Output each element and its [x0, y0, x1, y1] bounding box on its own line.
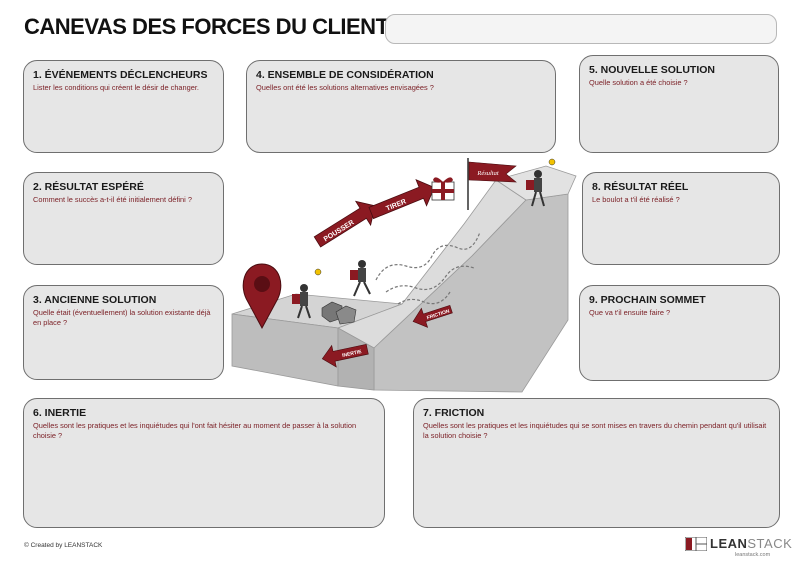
arrow-inertie: INERTIE	[321, 343, 369, 368]
box-title: 4. ENSEMBLE DE CONSIDÉRATION	[256, 69, 434, 81]
box-question: Quelle était (éventuellement) la solutio…	[33, 308, 211, 327]
box-question: Que va t'il ensuite faire ?	[589, 308, 671, 317]
box-ensemble-de-consideration[interactable]: 4. ENSEMBLE DE CONSIDÉRATION Quelles ont…	[246, 60, 556, 153]
location-pin-icon	[242, 263, 282, 330]
box-title: 3. ANCIENNE SOLUTION	[33, 294, 157, 306]
box-resultat-reel[interactable]: 8. RÉSULTAT RÉEL Le boulot a t'il été ré…	[582, 172, 780, 265]
lightbulb-icon	[314, 268, 322, 276]
box-title: 8. RÉSULTAT RÉEL	[592, 181, 689, 193]
result-flag-icon: Résultat	[467, 158, 517, 210]
gift-icon	[431, 177, 455, 201]
box-prochain-sommet[interactable]: 9. PROCHAIN SOMMET Que va t'il ensuite f…	[579, 285, 780, 381]
box-question: Quelles sont les pratiques et les inquié…	[33, 421, 357, 440]
lightbulb-icon	[548, 158, 556, 166]
hiker-icon	[350, 260, 371, 297]
logo-lean: LEAN	[710, 536, 748, 551]
maze-path	[375, 231, 481, 305]
box-title: 6. INERTIE	[33, 407, 87, 419]
box-title: 5. NOUVELLE SOLUTION	[589, 64, 716, 76]
mountain-illustration: POUSSER TIRER FRICTION INERTIE Résultat	[231, 158, 577, 393]
box-evenements-declencheurs[interactable]: 1. ÉVÉNEMENTS DÉCLENCHEURS Lister les co…	[23, 60, 224, 153]
hiker-icon	[292, 284, 311, 319]
hiker-icon	[526, 170, 545, 207]
box-question: Lister les conditions qui créent le dési…	[33, 83, 199, 92]
logo-url: leanstack.com	[735, 552, 771, 558]
page-title: CANEVAS DES FORCES DU CLIENT	[24, 14, 389, 39]
box-nouvelle-solution[interactable]: 5. NOUVELLE SOLUTION Quelle solution a é…	[579, 55, 779, 153]
leanstack-logo-icon	[685, 537, 707, 551]
arrow-pousser: POUSSER	[313, 200, 376, 248]
box-question: Quelles ont été les solutions alternativ…	[256, 83, 434, 92]
box-title: 7. FRICTION	[423, 407, 485, 419]
arrow-inertie-label: INERTIE	[342, 349, 363, 359]
footer-credit: © Created by LEANSTACK	[24, 542, 103, 549]
box-resultat-espere[interactable]: 2. RÉSULTAT ESPÉRÉ Comment le succès a-t…	[23, 172, 224, 265]
box-friction[interactable]: 7. FRICTION Quelles sont les pratiques e…	[413, 398, 780, 528]
mountain-front-face	[337, 327, 375, 391]
box-inertie[interactable]: 6. INERTIE Quelles sont les pratiques et…	[23, 398, 385, 528]
logo-text: LEANSTACK	[710, 536, 792, 551]
box-question: Quelle solution a été choisie ?	[589, 78, 688, 87]
rock-shape	[335, 305, 357, 325]
box-title: 1. ÉVÉNEMENTS DÉCLENCHEURS	[33, 69, 208, 81]
box-title: 9. PROCHAIN SOMMET	[589, 294, 706, 306]
box-question: Comment le succès a-t-il été initialemen…	[33, 195, 192, 204]
mountain-right-face	[373, 193, 569, 393]
flag-label: Résultat	[476, 170, 498, 177]
box-ancienne-solution[interactable]: 3. ANCIENNE SOLUTION Quelle était (évent…	[23, 285, 224, 380]
box-title: 2. RÉSULTAT ESPÉRÉ	[33, 181, 144, 193]
box-question: Le boulot a t'il été réalisé ?	[592, 195, 680, 204]
arrow-tirer: TIRER	[368, 179, 435, 220]
canvas-name-field[interactable]	[385, 14, 777, 44]
logo-stack: STACK	[747, 536, 793, 551]
box-question: Quelles sont les pratiques et les inquié…	[423, 421, 767, 440]
leanstack-logo[interactable]: LEANSTACK leanstack.com	[685, 536, 792, 562]
